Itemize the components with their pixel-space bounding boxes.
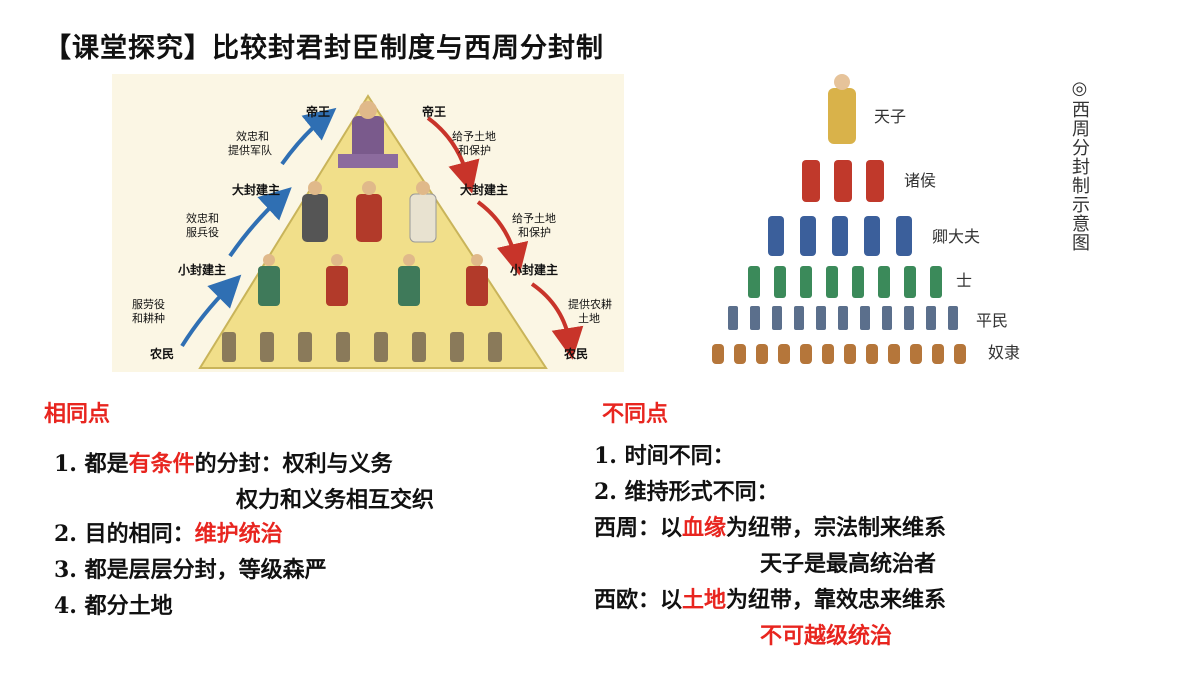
arrow-text-up-2a: 效忠和 xyxy=(186,211,219,225)
arrow-text-up-1a: 效忠和 xyxy=(236,129,269,143)
diff-points-heading: 不同点 xyxy=(602,401,669,427)
diff-western-europe: 西欧：以土地为纽带，靠效忠来维系 xyxy=(594,587,947,613)
right-diagram-caption: ◎西周分封制示意图 xyxy=(1069,78,1090,252)
label-great-lord-right: 大封建主 xyxy=(460,182,508,197)
great-lord-figures xyxy=(302,181,437,243)
same-point-1-continued: 权力和义务相互交织 xyxy=(236,487,435,513)
same-point-4: 4. 都分土地 xyxy=(54,593,173,619)
arrow-text-down-2a: 给予土地 xyxy=(512,212,556,225)
feudal-pyramid-svg: 帝王 帝王 大封建主 大封建主 小封建主 小封建主 农民 农民 效忠和 提供军队… xyxy=(112,74,624,372)
same-point-3: 3. 都是层层分封，等级森严 xyxy=(54,557,327,583)
minister-figures xyxy=(768,216,912,256)
feudal-pyramid-diagram: 帝王 帝王 大封建主 大封建主 小封建主 小封建主 农民 农民 效忠和 提供军队… xyxy=(112,74,624,372)
arrow-text-up-2b: 服兵役 xyxy=(186,225,219,239)
arrow-down-2 xyxy=(476,200,529,276)
arrow-down-3 xyxy=(530,282,584,360)
arrow-text-up-1b: 提供军队 xyxy=(228,143,272,157)
same-point-2: 2. 目的相同：维护统治 xyxy=(54,521,283,547)
label-great-lord-left: 大封建主 xyxy=(232,182,280,197)
arrow-text-up-3a: 服劳役 xyxy=(132,297,165,311)
king-figure xyxy=(338,101,398,168)
arrow-text-down-1b: 和保护 xyxy=(458,143,491,157)
diff-western-europe-continued: 不可越级统治 xyxy=(760,623,893,649)
arrow-up-3 xyxy=(280,107,337,166)
peasant-figures xyxy=(222,332,502,362)
page-title: 【课堂探究】比较封君封臣制度与西周分封制 xyxy=(44,33,604,64)
arrow-text-down-2b: 和保护 xyxy=(518,225,551,239)
level-pingmin: 平民 xyxy=(976,311,1008,330)
arrow-up-2 xyxy=(228,187,292,258)
label-king-right: 帝王 xyxy=(422,104,446,119)
label-small-lord-left: 小封建主 xyxy=(178,262,226,277)
diff-western-zhou-continued: 天子是最高统治者 xyxy=(760,551,937,577)
arrow-text-down-1a: 给予土地 xyxy=(452,130,496,143)
arrow-up-1 xyxy=(180,274,242,348)
level-tianzi: 天子 xyxy=(874,107,906,126)
arrow-text-down-3a: 提供农耕 xyxy=(568,297,612,311)
zhou-hierarchy-diagram: 天子 诸侯 卿大夫 士 平民 奴隶 xyxy=(698,70,1090,370)
level-qingdafu: 卿大夫 xyxy=(932,227,980,246)
commoner-figures xyxy=(728,306,958,330)
label-king-left: 帝王 xyxy=(306,104,330,119)
level-nuli: 奴隶 xyxy=(988,343,1020,362)
same-point-1: 1. 都是有条件的分封：权利与义务 xyxy=(54,451,393,477)
arrow-down-1 xyxy=(426,116,480,194)
small-lord-figures xyxy=(258,254,488,306)
diff-western-zhou: 西周：以血缘为纽带，宗法制来维系 xyxy=(594,515,947,541)
level-shi: 士 xyxy=(956,271,972,290)
arrow-text-up-3b: 和耕种 xyxy=(132,311,165,325)
label-small-lord-right: 小封建主 xyxy=(510,262,558,277)
diff-point-1: 1. 时间不同： xyxy=(594,443,735,469)
zhou-hierarchy-svg: 天子 诸侯 卿大夫 士 平民 奴隶 xyxy=(712,74,1020,364)
level-zhuhou: 诸侯 xyxy=(904,171,936,190)
label-peasant-right: 农民 xyxy=(563,346,588,361)
emperor-figure xyxy=(828,74,856,144)
vassal-figures xyxy=(802,160,884,202)
arrow-text-down-3b: 土地 xyxy=(578,312,600,325)
slave-figures xyxy=(712,344,966,364)
shi-figures xyxy=(748,266,942,298)
same-points-heading: 相同点 xyxy=(44,401,111,427)
diff-point-2: 2. 维持形式不同： xyxy=(594,479,779,505)
label-peasant-left: 农民 xyxy=(149,346,174,361)
